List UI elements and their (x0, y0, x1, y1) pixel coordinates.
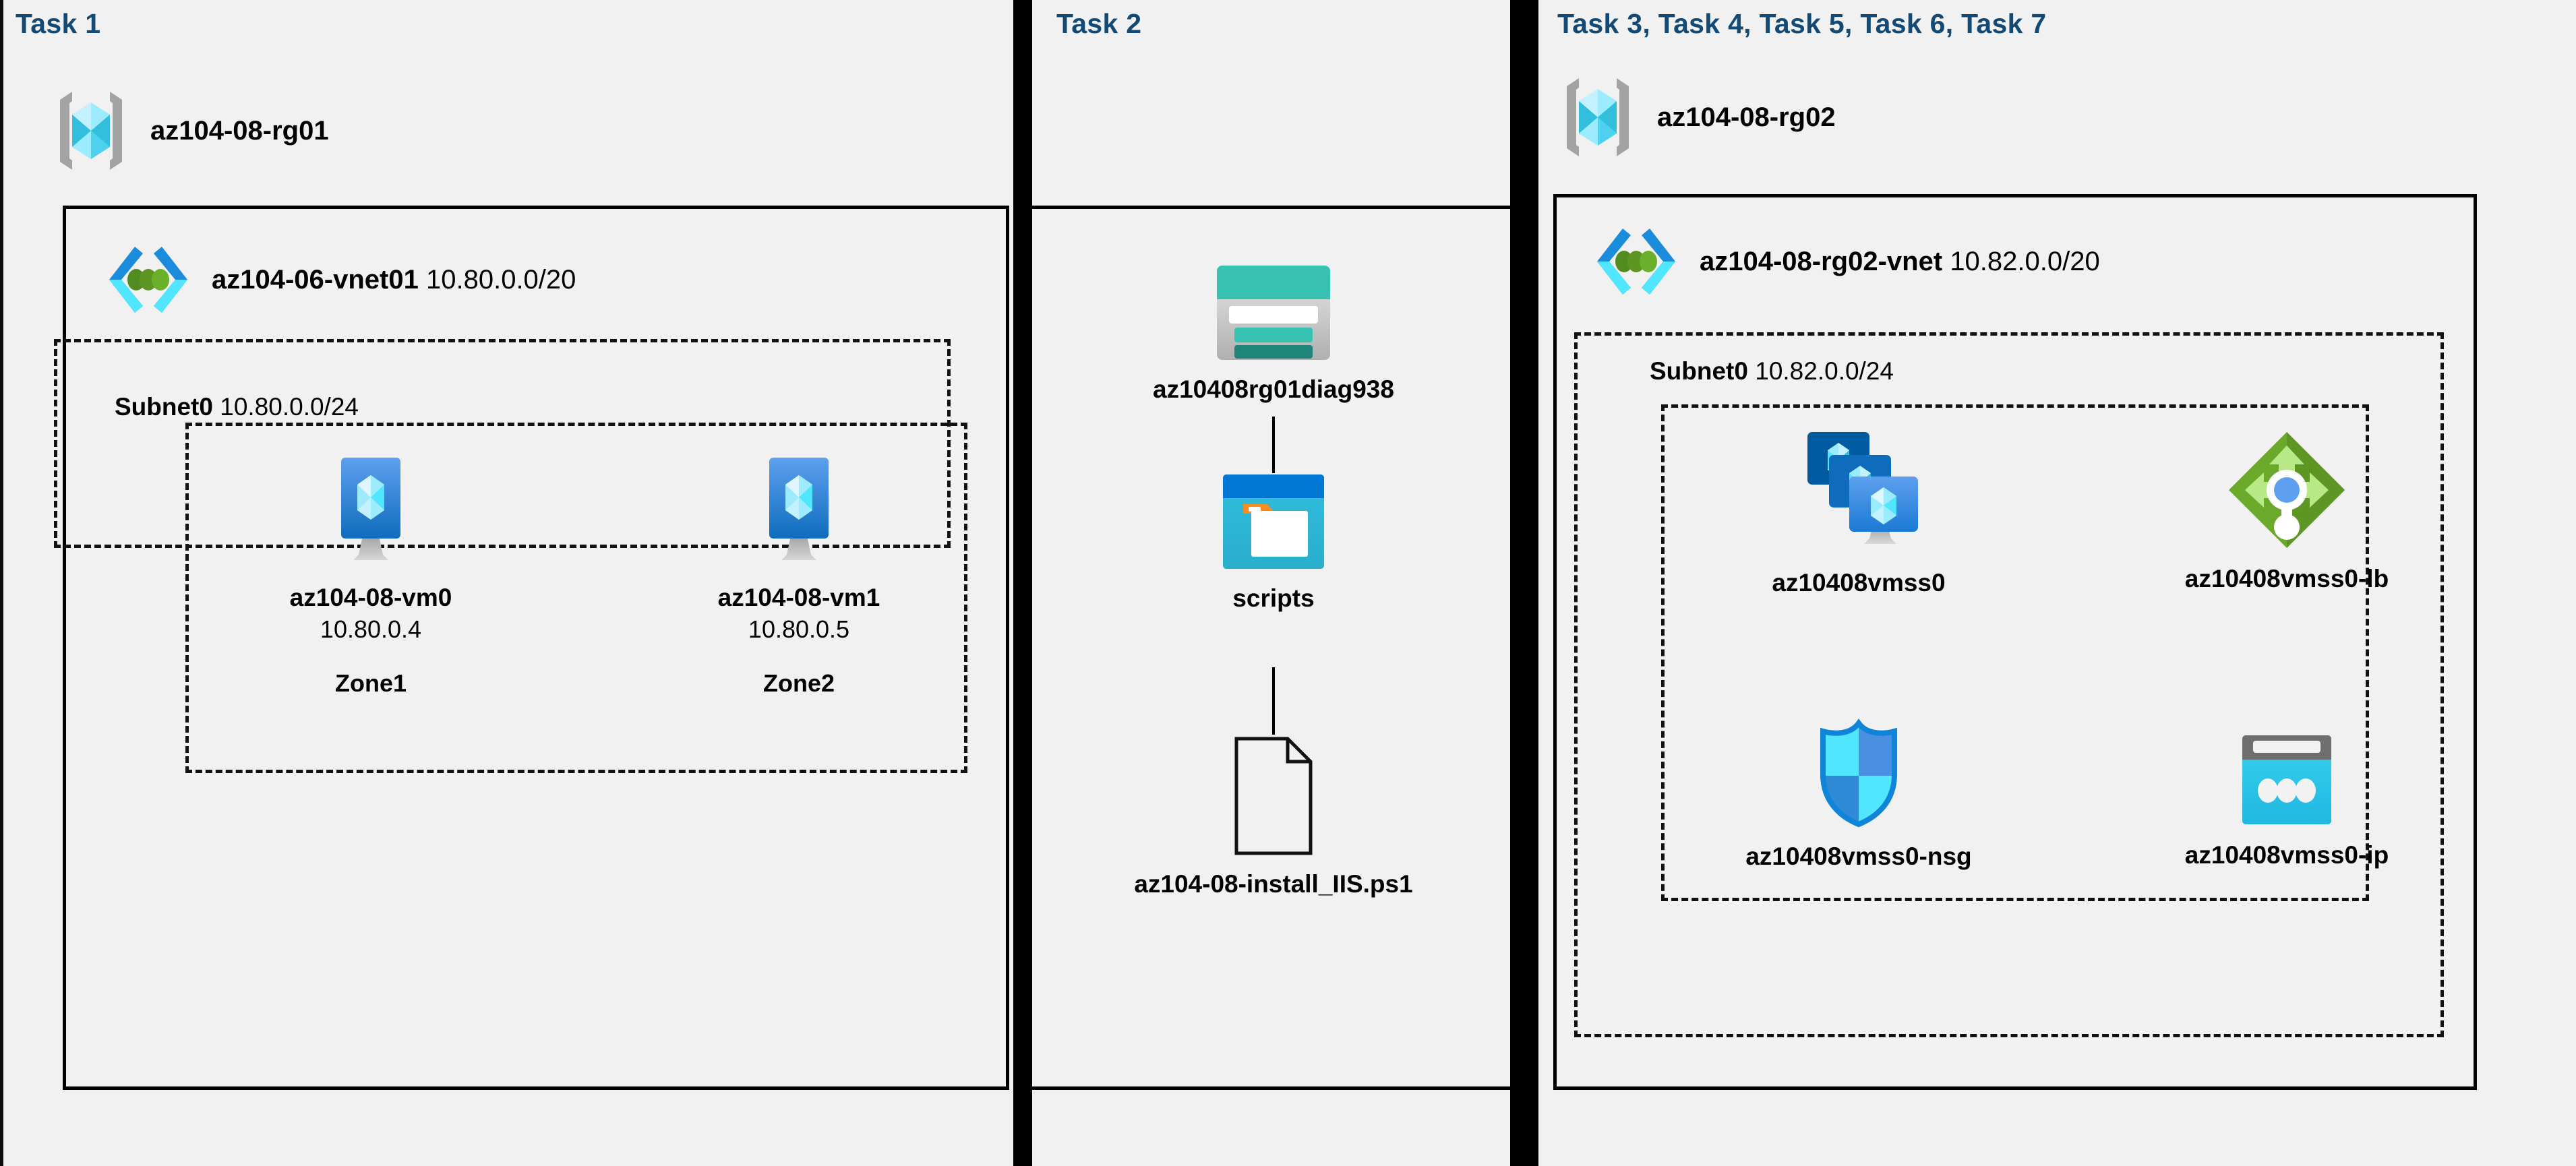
storage-account-icon (1213, 263, 1334, 363)
network-security-group-node[interactable]: az10408vmss0-nsg (1734, 718, 1983, 872)
virtual-network-icon (1593, 224, 1679, 299)
vnet-name-rg02: az104-08-rg02-vnet 10.82.0.0/20 (1700, 246, 2100, 276)
subnet-box-rg02 (1574, 332, 2444, 1037)
availability-zones-box (185, 423, 967, 773)
subnet-label-rg01: Subnet0 10.80.0.0/24 (115, 393, 359, 421)
subnet-cidr-rg01: 10.80.0.0/24 (220, 393, 359, 421)
task-2-label: Task 2 (1056, 8, 1142, 39)
vnet-cidr-rg01: 10.80.0.0/20 (425, 264, 576, 295)
vm-zone-1: Zone2 (762, 669, 835, 697)
public-ip-address-icon (2238, 731, 2335, 828)
resource-group-icon (52, 88, 130, 174)
file-share-icon (1220, 472, 1327, 572)
vnet-box-rg01: az104-06-vnet01 10.80.0.0/20 (54, 206, 1009, 1090)
column-task-1: Task 1 az104-08-rg01 (3, 0, 1013, 1166)
public-ip-address-name: az10408vmss0-ip (2184, 841, 2389, 869)
public-ip-address-node[interactable]: az10408vmss0-ip (2162, 731, 2412, 871)
load-balancer-icon (2225, 428, 2349, 552)
vnet-box-rg02: az104-08-rg02-vnet 10.82.0.0/20 (1553, 194, 2477, 1090)
load-balancer-node[interactable]: az10408vmss0-lb (2162, 428, 2412, 594)
subnet-cidr-rg02: 10.82.0.0/24 (1755, 357, 1894, 385)
resource-group-name-rg01: az104-08-rg01 (150, 115, 329, 146)
vm-scale-set-node[interactable]: az10408vmss0 (1734, 428, 1983, 599)
vm-scale-set-icon (1791, 428, 1926, 556)
resources-box-rg02 (1661, 404, 2369, 901)
resource-group-icon (1559, 74, 1637, 160)
column-divider-1 (1013, 0, 1032, 1166)
vm-ip-0: 10.80.0.4 (320, 615, 422, 644)
subnet-box-rg01 (54, 339, 951, 548)
column-task-2: Task 2 az10408rg01diag938 (1032, 0, 1538, 1166)
column-task-3-7: Task 3, Task 4, Task 5, Task 6, Task 7 a… (1538, 0, 2576, 1166)
virtual-machine-icon (758, 455, 839, 571)
vm-scale-set-name: az10408vmss0 (1772, 569, 1946, 596)
vnet-cidr-rg02: 10.82.0.0/20 (1950, 246, 2100, 276)
vm-name-0: az104-08-vm0 (289, 584, 452, 611)
script-file-name: az104-08-install_IIS.ps1 (1134, 870, 1413, 898)
task-3-7-label: Task 3, Task 4, Task 5, Task 6, Task 7 (1557, 8, 2047, 39)
vm-node-0[interactable]: az104-08-vm0 10.80.0.4 Zone1 (270, 455, 472, 698)
file-share-node[interactable]: scripts (1172, 472, 1375, 614)
subnet-name-rg02: Subnet0 (1650, 357, 1748, 385)
vm-node-1[interactable]: az104-08-vm1 10.80.0.5 Zone2 (698, 455, 900, 698)
storage-account-name: az10408rg01diag938 (1153, 375, 1394, 403)
resource-group-header-rg01: az104-08-rg01 (52, 88, 329, 174)
resource-group-name-rg02: az104-08-rg02 (1657, 102, 1836, 132)
task-1-label: Task 1 (16, 8, 101, 39)
vnet-header-rg02: az104-08-rg02-vnet 10.82.0.0/20 (1593, 224, 2100, 299)
network-security-group-icon (1815, 718, 1903, 830)
resource-group-header-rg02: az104-08-rg02 (1559, 74, 1836, 160)
script-file-node[interactable]: az104-08-install_IIS.ps1 (1134, 735, 1413, 900)
file-share-name: scripts (1232, 584, 1315, 612)
load-balancer-name: az10408vmss0-lb (2184, 565, 2389, 592)
connector-storage-to-share (1272, 417, 1275, 473)
storage-account-node[interactable]: az10408rg01diag938 (1139, 263, 1408, 405)
column-divider-2 (1510, 0, 1538, 1166)
virtual-network-icon (105, 243, 191, 317)
vm-ip-1: 10.80.0.5 (748, 615, 850, 644)
subnet-label-rg02: Subnet0 10.82.0.0/24 (1650, 357, 1894, 386)
network-security-group-name: az10408vmss0-nsg (1745, 842, 1972, 870)
vnet-header-rg01: az104-06-vnet01 10.80.0.0/20 (105, 243, 576, 317)
subnet-name-rg01: Subnet0 (115, 393, 213, 421)
file-document-icon (1226, 735, 1321, 857)
vm-name-1: az104-08-vm1 (717, 584, 880, 611)
virtual-machine-icon (330, 455, 411, 571)
vnet-name-rg01: az104-06-vnet01 10.80.0.0/20 (212, 264, 576, 295)
left-edge-rule (0, 0, 3, 1166)
connector-share-to-file (1272, 667, 1275, 735)
vm-zone-0: Zone1 (334, 669, 407, 697)
